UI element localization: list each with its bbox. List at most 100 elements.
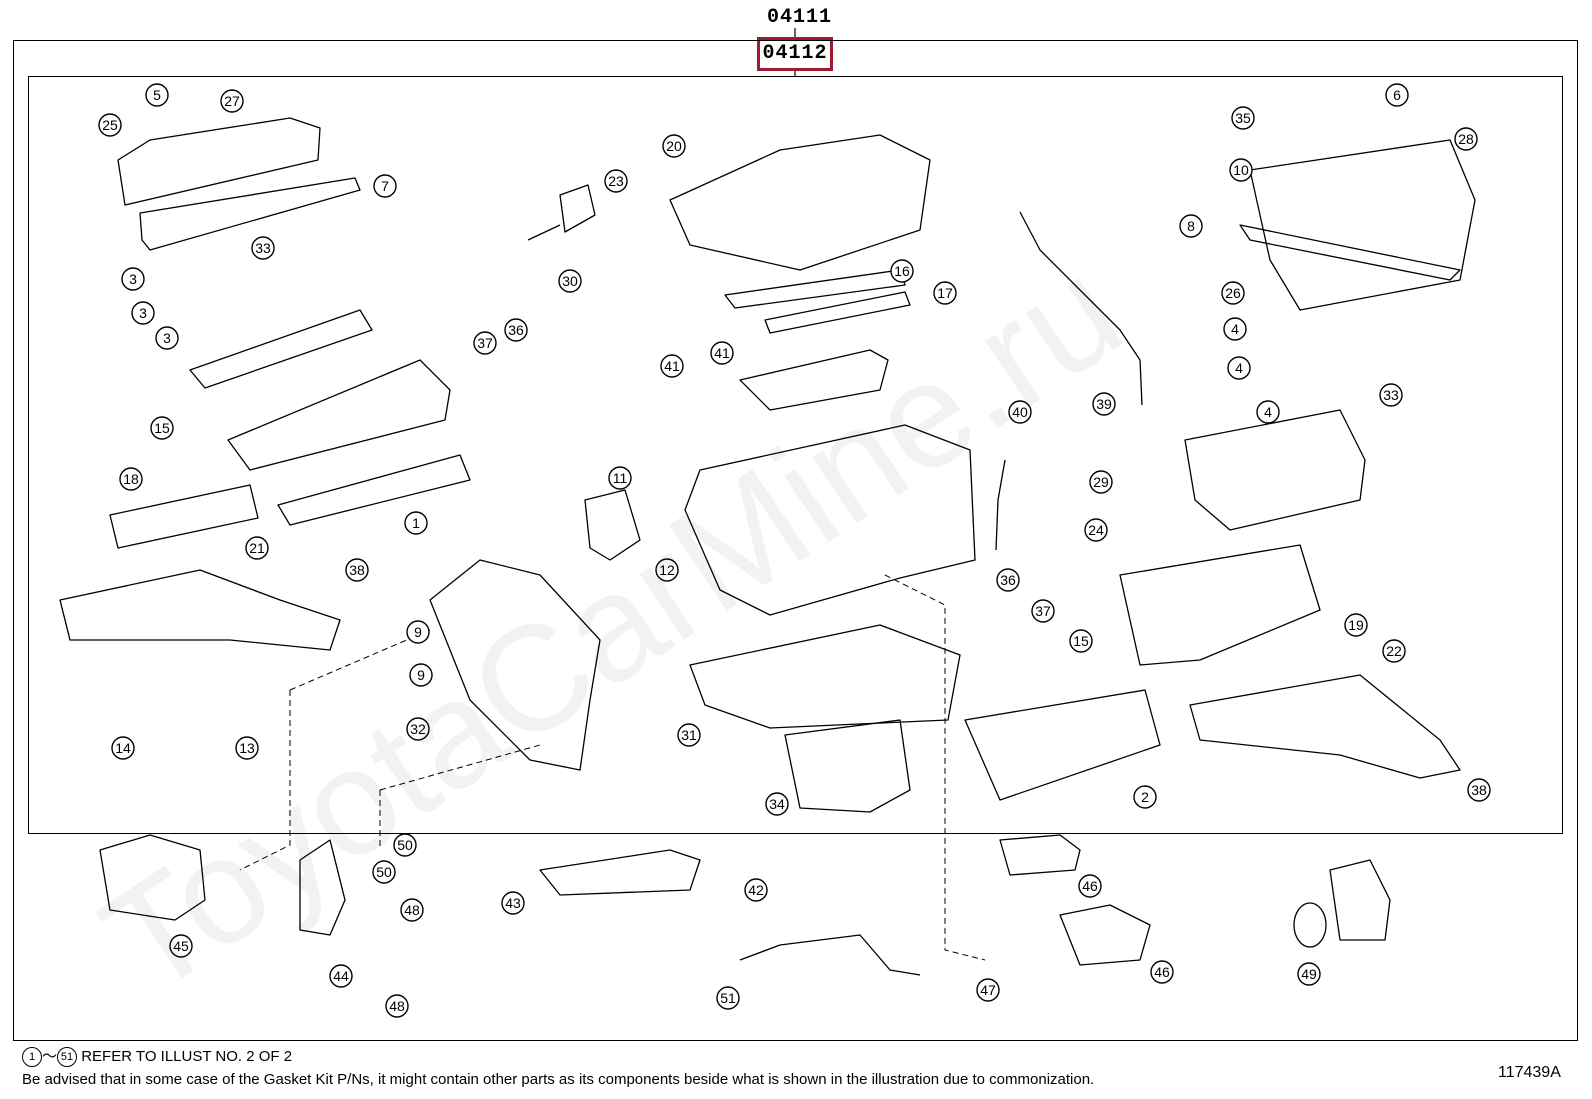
callout-44[interactable]: 44 — [329, 964, 353, 988]
callout-11[interactable]: 11 — [608, 466, 632, 490]
callout-30[interactable]: 30 — [558, 269, 582, 293]
callout-label: 51 — [720, 990, 736, 1006]
callout-label: 33 — [1383, 387, 1399, 403]
callout-circle — [933, 281, 957, 305]
callout-42[interactable]: 42 — [744, 878, 768, 902]
callout-16[interactable]: 16 — [890, 259, 914, 283]
callout-4[interactable]: 4 — [1256, 400, 1280, 424]
callout-3[interactable]: 3 — [121, 267, 145, 291]
callout-label: 13 — [239, 740, 255, 756]
callout-25[interactable]: 25 — [98, 113, 122, 137]
callout-29[interactable]: 29 — [1089, 470, 1113, 494]
callout-24[interactable]: 24 — [1084, 518, 1108, 542]
callout-1[interactable]: 1 — [404, 511, 428, 535]
callout-41[interactable]: 41 — [660, 354, 684, 378]
callout-26[interactable]: 26 — [1221, 281, 1245, 305]
callout-46[interactable]: 46 — [1150, 960, 1174, 984]
callout-6[interactable]: 6 — [1385, 83, 1409, 107]
callout-31[interactable]: 31 — [677, 723, 701, 747]
callout-28[interactable]: 28 — [1454, 127, 1478, 151]
callout-circle — [1467, 778, 1491, 802]
callout-circle — [1092, 392, 1116, 416]
callout-17[interactable]: 17 — [933, 281, 957, 305]
callout-49[interactable]: 49 — [1297, 962, 1321, 986]
callout-label: 4 — [1264, 404, 1272, 420]
callout-48[interactable]: 48 — [400, 898, 424, 922]
callout-label: 32 — [410, 721, 426, 737]
callout-circle — [345, 558, 369, 582]
callout-38[interactable]: 38 — [345, 558, 369, 582]
callout-33[interactable]: 33 — [251, 236, 275, 260]
callout-8[interactable]: 8 — [1179, 214, 1203, 238]
callout-22[interactable]: 22 — [1382, 639, 1406, 663]
callout-51[interactable]: 51 — [716, 986, 740, 1010]
head-cover-left — [117, 117, 321, 206]
callout-45[interactable]: 45 — [169, 934, 193, 958]
callout-39[interactable]: 39 — [1092, 392, 1116, 416]
callout-40[interactable]: 40 — [1008, 400, 1032, 424]
callout-50[interactable]: 50 — [372, 860, 396, 884]
callout-9[interactable]: 9 — [406, 620, 430, 644]
head-cover-gasket-right — [1239, 224, 1461, 281]
callout-12[interactable]: 12 — [655, 558, 679, 582]
timing-cover-plate — [584, 489, 641, 561]
callout-circle — [1179, 214, 1203, 238]
callout-32[interactable]: 32 — [406, 717, 430, 741]
callout-50[interactable]: 50 — [393, 833, 417, 857]
part-code-04112-selected[interactable]: 04112 — [757, 37, 833, 71]
callout-33[interactable]: 33 — [1379, 383, 1403, 407]
callout-36[interactable]: 36 — [504, 318, 528, 342]
callout-13[interactable]: 13 — [235, 736, 259, 760]
callout-label: 2 — [1141, 789, 1149, 805]
callout-34[interactable]: 34 — [765, 792, 789, 816]
callout-circle — [145, 83, 169, 107]
callout-label: 22 — [1386, 643, 1402, 659]
callout-circle — [744, 878, 768, 902]
callout-circle — [404, 511, 428, 535]
cylinder-head-right — [1119, 544, 1321, 666]
intake-gasket-left — [189, 309, 373, 389]
callout-20[interactable]: 20 — [662, 134, 686, 158]
callout-circle — [111, 736, 135, 760]
callout-label: 10 — [1233, 162, 1249, 178]
callout-3[interactable]: 3 — [155, 326, 179, 350]
callout-37[interactable]: 37 — [1031, 599, 1055, 623]
callout-3[interactable]: 3 — [131, 301, 155, 325]
callout-37[interactable]: 37 — [473, 331, 497, 355]
callout-19[interactable]: 19 — [1344, 613, 1368, 637]
callout-label: 33 — [255, 240, 271, 256]
callout-14[interactable]: 14 — [111, 736, 135, 760]
callout-35[interactable]: 35 — [1231, 106, 1255, 130]
callout-label: 45 — [173, 938, 189, 954]
callout-circle — [1229, 158, 1253, 182]
callout-38[interactable]: 38 — [1467, 778, 1491, 802]
callout-46[interactable]: 46 — [1078, 874, 1102, 898]
callout-10[interactable]: 10 — [1229, 158, 1253, 182]
callout-48[interactable]: 48 — [385, 994, 409, 1018]
callout-label: 3 — [129, 271, 137, 287]
callout-circle — [504, 318, 528, 342]
callout-43[interactable]: 43 — [501, 891, 525, 915]
callout-27[interactable]: 27 — [220, 89, 244, 113]
callout-36[interactable]: 36 — [996, 568, 1020, 592]
callout-label: 36 — [1000, 572, 1016, 588]
callout-18[interactable]: 18 — [119, 467, 143, 491]
callout-23[interactable]: 23 — [604, 169, 628, 193]
callout-5[interactable]: 5 — [145, 83, 169, 107]
callout-circle — [1379, 383, 1403, 407]
callout-7[interactable]: 7 — [373, 174, 397, 198]
callout-9[interactable]: 9 — [409, 663, 433, 687]
callout-41[interactable]: 41 — [710, 341, 734, 365]
callout-circle — [235, 736, 259, 760]
callout-47[interactable]: 47 — [976, 978, 1000, 1002]
callout-15[interactable]: 15 — [1069, 629, 1093, 653]
callout-15[interactable]: 15 — [150, 416, 174, 440]
callout-4[interactable]: 4 — [1223, 317, 1247, 341]
callout-4[interactable]: 4 — [1227, 356, 1251, 380]
part-code-04111[interactable]: 04111 — [767, 6, 833, 29]
callout-21[interactable]: 21 — [245, 536, 269, 560]
callout-circle — [169, 934, 193, 958]
callout-2[interactable]: 2 — [1133, 785, 1157, 809]
callout-label: 12 — [659, 562, 675, 578]
